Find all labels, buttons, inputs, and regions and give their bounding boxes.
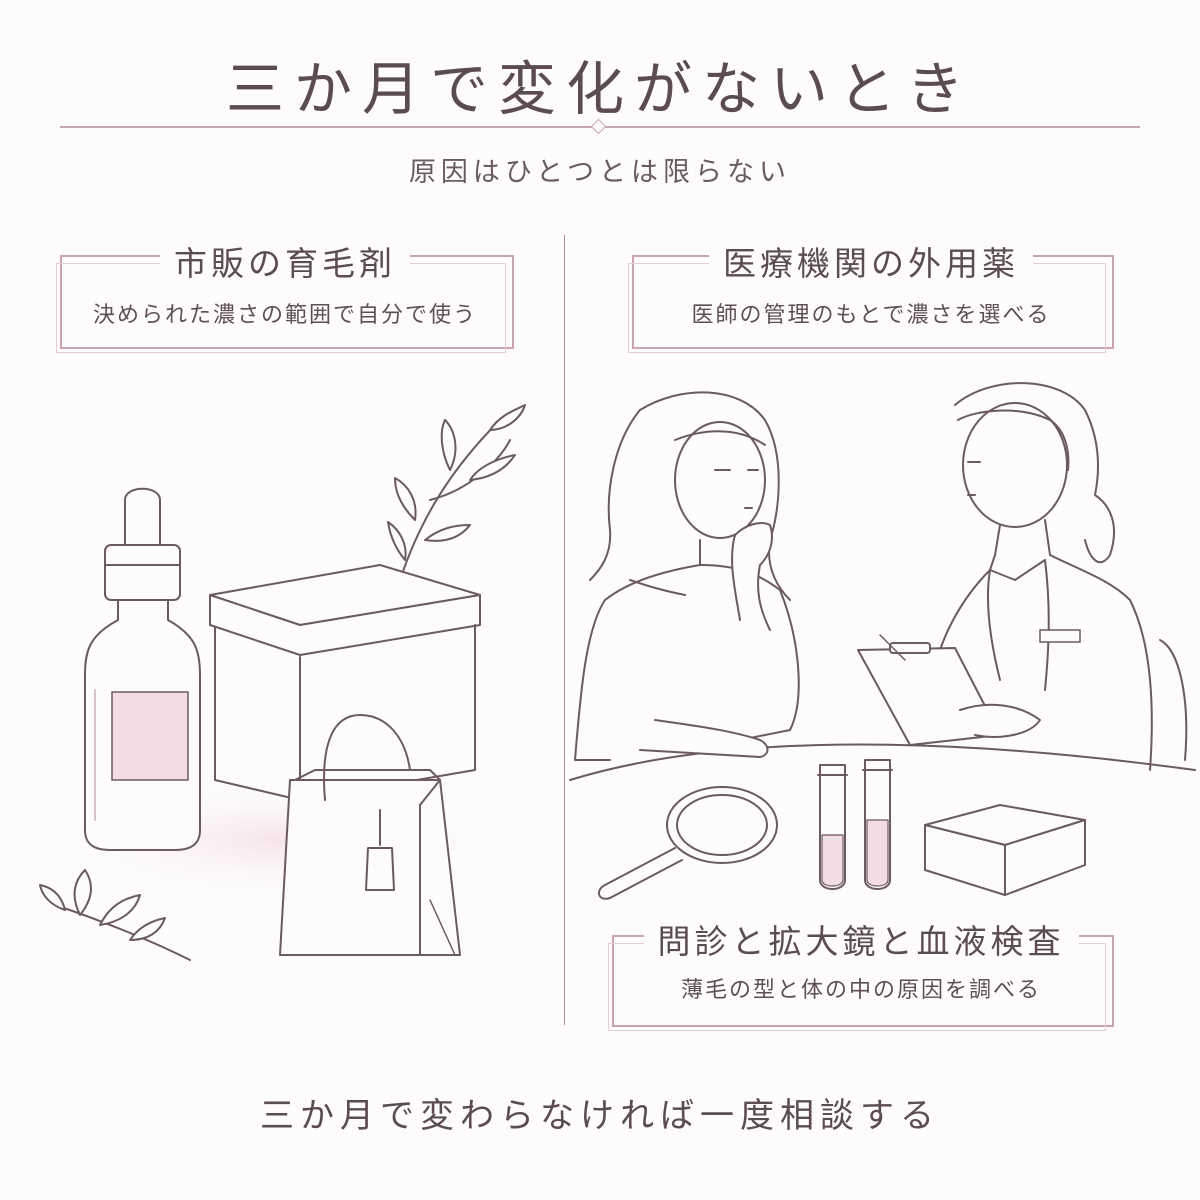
exam-description: 薄毛の型と体の中の原因を調べる <box>680 978 1041 1003</box>
dropper-bottle-icon <box>84 487 201 851</box>
otc-title-text: 市販の育毛剤 <box>160 244 410 283</box>
otc-title: 市販の育毛剤 <box>60 237 510 285</box>
leaf-branch-icon <box>39 869 191 961</box>
test-tube-icon <box>862 759 893 890</box>
clinic-description: 医師の管理のもとで濃さを選べる <box>691 303 1051 328</box>
medicine-box-icon <box>924 804 1086 896</box>
center-divider <box>564 235 565 1025</box>
clinic-title: 医療機関の外用薬 <box>632 237 1110 285</box>
consult-table-edge <box>569 743 1196 781</box>
shopping-bag-icon <box>279 714 461 956</box>
exam-title-text: 問診と拡大鏡と血液検査 <box>643 922 1079 961</box>
page-title: 三か月で変化がないとき <box>225 55 974 123</box>
footer-message: 三か月で変わらなければ一度相談する <box>260 1096 940 1136</box>
exam-title: 問診と拡大鏡と血液検査 <box>612 915 1110 963</box>
test-tube-icon <box>817 764 848 890</box>
patient-figure-icon <box>574 391 800 761</box>
clinic-title-text: 医療機関の外用薬 <box>709 244 1033 283</box>
clipboard-icon <box>857 634 1041 746</box>
product-box-icon <box>209 564 481 801</box>
page-subtitle: 原因はひとつとは限らない <box>408 157 792 188</box>
otc-description: 決められた濃さの範囲で自分で使う <box>92 303 477 328</box>
plant-sprig-icon <box>387 404 526 581</box>
doctor-figure-icon <box>934 382 1188 771</box>
magnifying-glass-icon <box>598 786 778 900</box>
